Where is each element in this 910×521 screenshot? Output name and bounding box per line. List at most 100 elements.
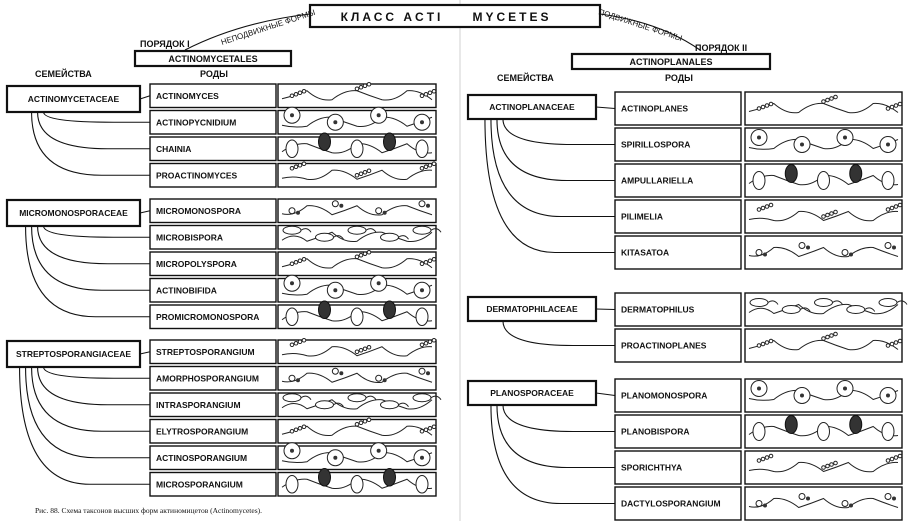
sporangium-core	[290, 113, 294, 118]
spore-dot	[821, 99, 826, 104]
illustration-box	[277, 251, 437, 277]
illustration-box	[277, 418, 437, 444]
flagellum	[799, 307, 811, 312]
spore-dot	[841, 249, 849, 256]
sporangium	[881, 171, 895, 190]
genus-name-actinopycnidium: ACTINOPYCNIDIUM	[156, 117, 236, 127]
illustration-box	[277, 109, 437, 135]
sporangium	[350, 139, 364, 158]
spore-dot	[760, 341, 766, 347]
hypha-strand	[748, 210, 899, 222]
family-genus-connector	[595, 106, 616, 110]
sporangium	[285, 475, 299, 494]
illustration-streptosporangium	[281, 337, 437, 357]
illustration-dactylosporangium	[748, 493, 899, 509]
hypha-strand	[281, 284, 433, 296]
sporangium	[781, 305, 801, 314]
genus-row-dermatophilus: DERMATOPHILUS	[595, 292, 908, 327]
hypha-strand	[748, 138, 899, 150]
sporangium	[383, 468, 396, 487]
spore-dot	[833, 94, 838, 100]
spore-dot	[427, 425, 433, 431]
genus-row-planobispora: PLANOBISPORA	[502, 404, 903, 449]
spore-dot	[358, 420, 364, 426]
family-box	[5, 339, 142, 369]
hypha-strand	[281, 372, 433, 384]
spore-dot	[419, 428, 425, 434]
family-genus-connector	[43, 225, 150, 238]
family-genus-connector	[31, 366, 150, 432]
genus-name-chainia: CHAINIA	[156, 144, 191, 154]
spore-dot	[297, 425, 303, 431]
spore-dot	[366, 249, 372, 255]
spore-dot	[756, 458, 762, 463]
genus-row-chainia: CHAINIA	[37, 111, 437, 162]
order-left-box	[133, 49, 293, 68]
genus-name-actinobifida: ACTINOBIFIDA	[156, 285, 217, 295]
genus-box	[614, 414, 742, 449]
spore-dot	[331, 367, 339, 375]
illustration-box	[744, 235, 903, 270]
genus-row-ampullariella: AMPULLARIELLA	[496, 118, 903, 198]
spore-dot	[354, 254, 360, 260]
genus-row-streptosporangium: STREPTOSPORANGIUM	[139, 337, 437, 365]
genus-row-microbispora: MICROBISPORA	[43, 224, 442, 250]
flagellum	[398, 402, 409, 408]
sporangium	[380, 400, 399, 410]
sporangium-core	[800, 142, 804, 147]
genus-name-actinoplanes: ACTINOPLANES	[621, 104, 688, 114]
spore-dot	[849, 503, 853, 508]
spore-dot	[889, 456, 895, 462]
spore-dot	[768, 338, 774, 344]
genus-box	[614, 235, 742, 270]
illustration-actinoplanes	[748, 94, 903, 114]
spore-dot	[301, 161, 307, 167]
spore-dot	[821, 336, 826, 341]
sporangium	[347, 225, 367, 235]
sporangium	[315, 400, 334, 410]
spore-dot	[419, 165, 425, 171]
spore-dot	[431, 88, 437, 94]
genus-box	[614, 91, 742, 126]
sporangium	[415, 139, 429, 158]
spore-dot	[419, 261, 425, 267]
hypha-strand	[281, 399, 433, 410]
spore-dot	[892, 245, 896, 250]
genus-row-promicromonospora: PROMICROMONOSPORA	[25, 225, 437, 330]
spore-dot	[885, 458, 891, 463]
spore-dot	[382, 378, 387, 383]
sporangium-core	[757, 386, 761, 391]
spore-dot	[798, 242, 806, 249]
sporangium-core	[376, 448, 381, 453]
family-genus-connector	[25, 366, 150, 459]
spore-dot	[897, 338, 903, 344]
genus-name-pilimelia: PILIMELIA	[621, 212, 663, 222]
illustration-microsporangium	[281, 468, 433, 494]
spore-dot	[301, 424, 307, 430]
spore-dot	[362, 418, 368, 424]
hypha-strand	[281, 169, 433, 181]
genus-row-actinosporangium: ACTINOSPORANGIUM	[25, 366, 437, 471]
spore-dot	[427, 90, 433, 96]
family-name-planosporaceae: PLANOSPORACEAE	[490, 388, 574, 398]
genus-name-proactinoplanes: PROACTINOPLANES	[621, 341, 707, 351]
spore-dot	[756, 343, 762, 348]
hypha-strand	[748, 389, 899, 401]
spore-dot	[297, 162, 303, 168]
genus-row-actinomyces: ACTINOMYCES	[139, 81, 437, 109]
genus-row-amorphosporangium: AMORPHOSPORANGIUM	[43, 365, 437, 391]
family-genus-connector	[37, 366, 150, 406]
sporangium	[415, 307, 429, 326]
spore-dot	[289, 428, 295, 434]
sporangium-core	[757, 135, 761, 140]
spore-dot	[821, 214, 826, 219]
spore-dot	[897, 202, 903, 208]
sporangium-core	[290, 281, 294, 286]
genus-name-streptosporangium: STREPTOSPORANGIUM	[156, 347, 255, 357]
family-genus-connector	[37, 225, 150, 265]
hypha-strand	[281, 452, 433, 464]
